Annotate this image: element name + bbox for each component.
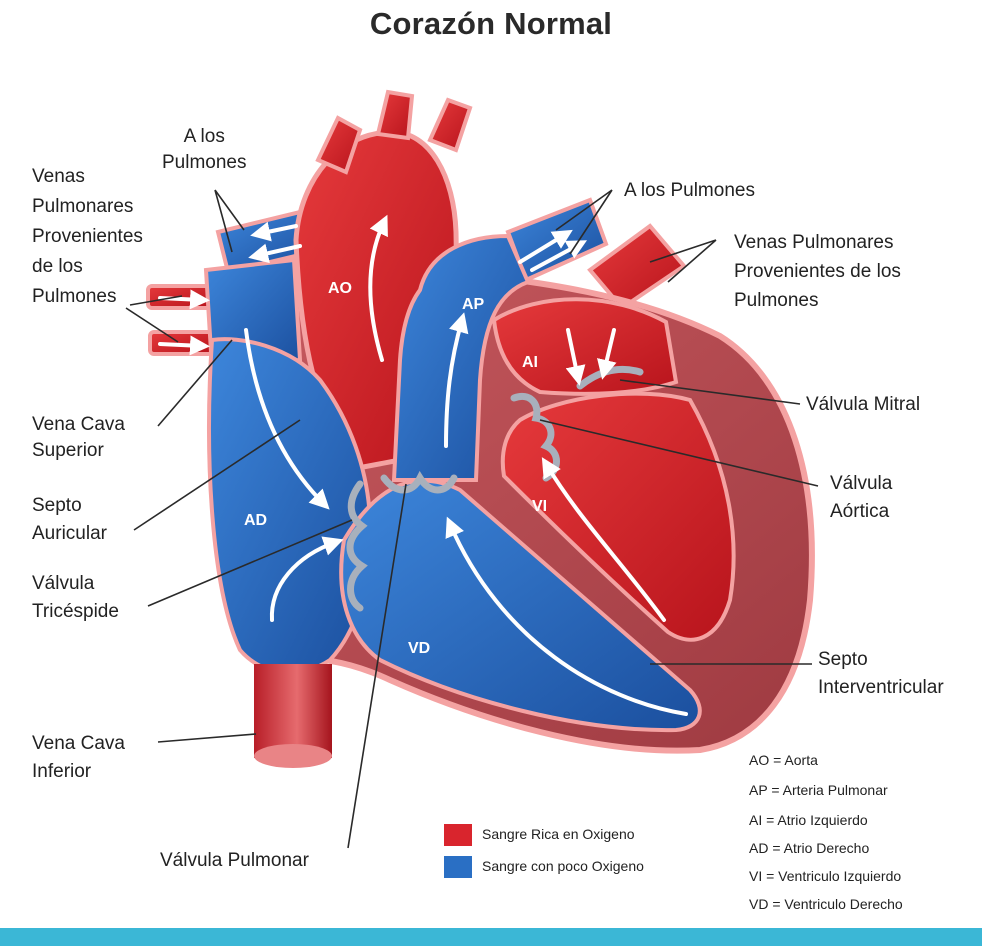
label-pulmonary-valve: Válvula Pulmonar bbox=[160, 848, 309, 873]
legend-swatch-oxygen-poor bbox=[444, 856, 472, 878]
label-tricuspid-valve-text: Válvula Tricéspide bbox=[32, 573, 119, 622]
chamber-label-ap: AP bbox=[462, 296, 484, 314]
label-atrial-septum-text: Septo Auricular bbox=[32, 495, 107, 544]
label-interventricular-septum-text: Septo Interventricular bbox=[818, 649, 944, 698]
label-superior-vena-cava: Vena Cava Superior bbox=[32, 412, 125, 464]
label-pulmonary-veins-right: Venas Pulmonares Provenientes de los Pul… bbox=[734, 228, 901, 315]
label-tricuspid-valve: Válvula Tricéspide bbox=[32, 570, 119, 626]
chamber-label-vi: VI bbox=[532, 498, 547, 516]
label-pulmonary-veins-left-text: Venas Pulmonares Provenientes de los Pul… bbox=[32, 166, 143, 307]
abbreviation-ad: AD = Atrio Derecho bbox=[749, 840, 869, 856]
chamber-label-vd: VD bbox=[408, 640, 430, 658]
legend-text-oxygen-rich: Sangre Rica en Oxigeno bbox=[482, 826, 635, 842]
label-aortic-valve-text: Válvula Aórtica bbox=[830, 473, 892, 522]
label-inferior-vena-cava: Vena Cava Inferior bbox=[32, 730, 125, 786]
label-to-lungs-left: A los Pulmones bbox=[162, 124, 247, 176]
label-pulmonary-veins-right-text: Venas Pulmonares Provenientes de los Pul… bbox=[734, 232, 901, 311]
label-mitral-valve: Válvula Mitral bbox=[806, 392, 920, 417]
label-aortic-valve: Válvula Aórtica bbox=[830, 470, 892, 526]
legend-swatch-oxygen-rich bbox=[444, 824, 472, 846]
flow-arrow-pulm-vein-left-2 bbox=[160, 344, 202, 346]
label-pulmonary-valve-text: Válvula Pulmonar bbox=[160, 850, 309, 871]
leader-inferior-vena-cava bbox=[158, 734, 256, 742]
bottom-bar bbox=[0, 928, 982, 946]
legend-text-oxygen-poor: Sangre con poco Oxigeno bbox=[482, 858, 644, 874]
inferior-vena-cava bbox=[254, 664, 332, 768]
chamber-label-ad: AD bbox=[244, 512, 267, 530]
label-mitral-valve-text: Válvula Mitral bbox=[806, 394, 920, 415]
label-atrial-septum: Septo Auricular bbox=[32, 492, 107, 548]
label-pulmonary-veins-left: Venas Pulmonares Provenientes de los Pul… bbox=[32, 162, 143, 312]
chamber-label-ai: AI bbox=[522, 354, 538, 372]
abbreviation-ao: AO = Aorta bbox=[749, 752, 818, 768]
abbreviation-vi: VI = Ventriculo Izquierdo bbox=[749, 868, 901, 884]
abbreviation-ai: AI = Atrio Izquierdo bbox=[749, 812, 868, 828]
label-superior-vena-cava-text: Vena Cava Superior bbox=[32, 414, 125, 461]
label-inferior-vena-cava-text: Vena Cava Inferior bbox=[32, 733, 125, 782]
abbreviation-vd: VD = Ventriculo Derecho bbox=[749, 896, 903, 912]
label-interventricular-septum: Septo Interventricular bbox=[818, 646, 944, 702]
label-to-lungs-left-text: A los Pulmones bbox=[162, 126, 247, 173]
chamber-label-ao: AO bbox=[328, 280, 352, 298]
label-to-lungs-right: A los Pulmones bbox=[624, 178, 755, 203]
label-to-lungs-right-text: A los Pulmones bbox=[624, 180, 755, 201]
abbreviation-ap: AP = Arteria Pulmonar bbox=[749, 782, 888, 798]
